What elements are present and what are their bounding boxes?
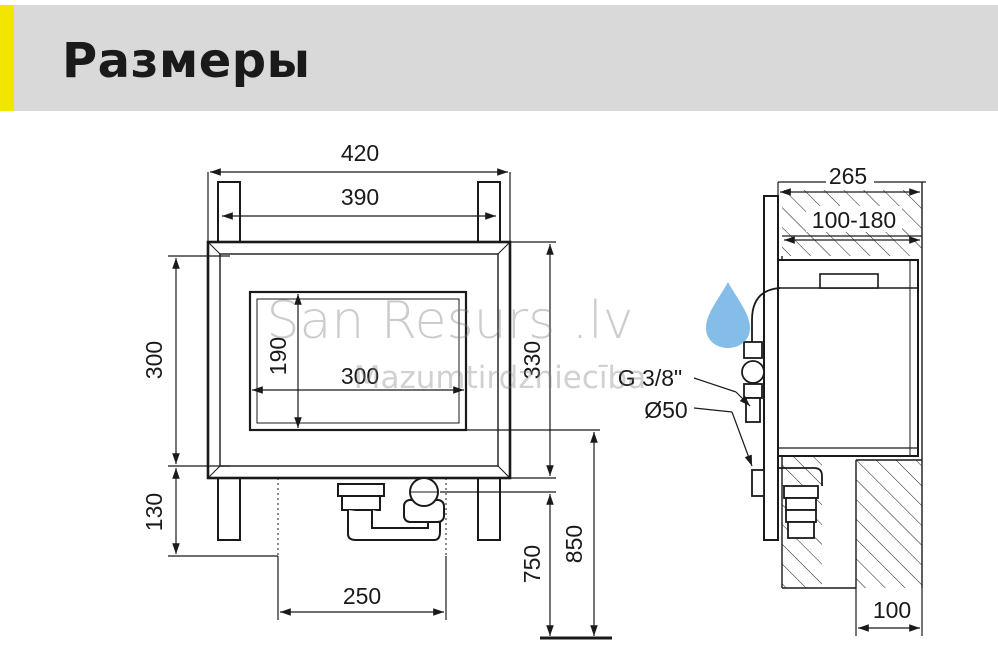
side-drain — [751, 467, 823, 539]
dim-window-width: 300 — [341, 363, 379, 389]
frame-inner — [219, 253, 499, 467]
header-accent-bar — [0, 5, 14, 111]
right-foot — [477, 475, 501, 541]
dim-floor-depth: 100 — [873, 597, 911, 623]
side-box — [777, 259, 919, 457]
watermark-subtitle: Mazumtirdzniecība — [354, 360, 646, 396]
dim-overall-width: 420 — [341, 140, 379, 166]
water-drop-icon — [706, 282, 750, 348]
dim-floor-to-axis: 850 — [561, 525, 587, 563]
dim-leg-height: 130 — [141, 493, 167, 531]
dim-wall-range: 100-180 — [812, 207, 896, 233]
header-band: Размеры — [0, 5, 998, 111]
watermark: San Resurs .lv Mazumtirdzniecība — [267, 282, 750, 396]
watermark-title: San Resurs .lv — [267, 291, 634, 351]
label-drain-diameter: Ø50 — [644, 397, 687, 423]
label-water-connection: G 3/8" — [618, 365, 682, 391]
dim-drain-spacing: 250 — [343, 583, 381, 609]
dim-inner-width: 390 — [341, 184, 379, 210]
right-leg — [477, 181, 501, 243]
page-title: Размеры — [62, 33, 311, 89]
drain-siphon — [337, 477, 445, 541]
front-view — [168, 168, 612, 640]
service-window — [248, 290, 468, 432]
water-valve — [741, 287, 781, 423]
floor-section — [856, 460, 922, 588]
dim-frame-height: 300 — [141, 341, 167, 379]
frame-outer — [206, 240, 512, 480]
dim-window-height: 190 — [265, 337, 291, 375]
side-view — [693, 181, 926, 636]
dim-frame-outer-height: 330 — [519, 341, 545, 379]
dim-depth: 265 — [829, 163, 867, 189]
side-front-panel — [763, 195, 779, 541]
left-foot — [217, 475, 241, 541]
left-leg — [217, 181, 241, 243]
dim-floor-to-drain: 750 — [519, 545, 545, 583]
